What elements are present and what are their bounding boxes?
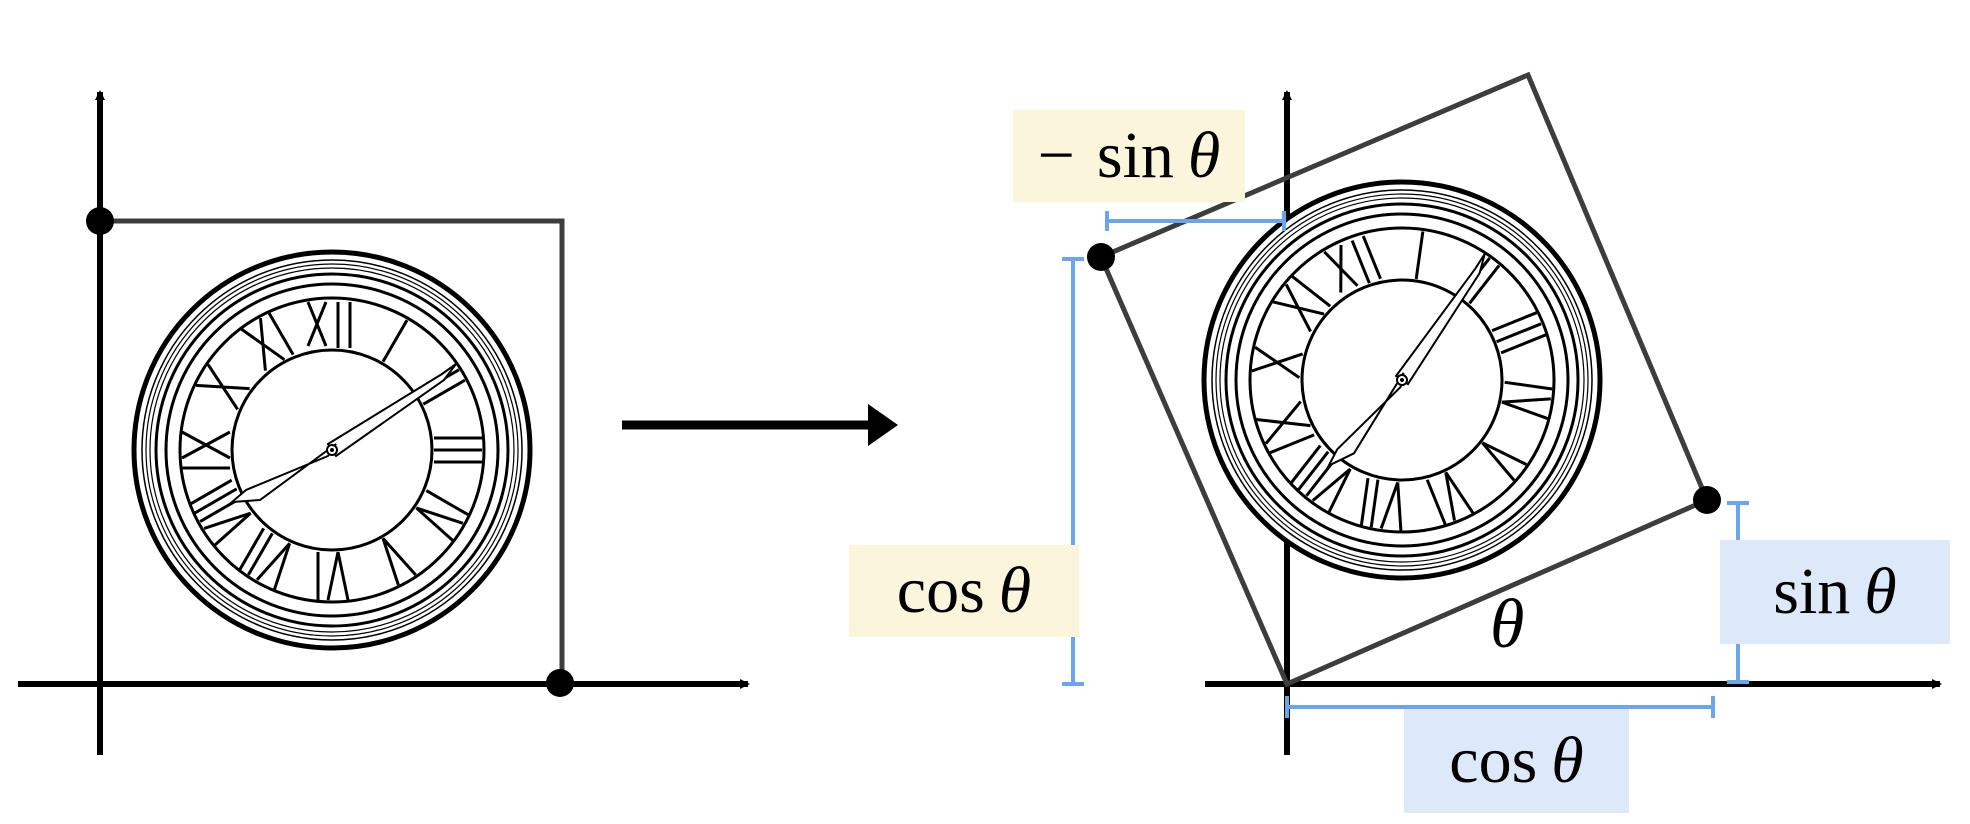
- rotated-point-top-left: [1087, 243, 1115, 271]
- measure-lines: [1062, 211, 1749, 718]
- point-0-1: [86, 207, 114, 235]
- left-unit-square: [100, 218, 565, 684]
- rotated-point-right: [1693, 486, 1721, 514]
- rotated-unit-square: [1097, 71, 1711, 688]
- right-panel: [1062, 71, 1942, 755]
- right-arrow-icon: [622, 404, 898, 446]
- minus-sign: −: [1037, 119, 1075, 192]
- angle-theta-label: θ: [1490, 586, 1525, 663]
- point-1-0: [546, 669, 574, 697]
- left-panel: [18, 90, 750, 755]
- clock-icon: [134, 252, 530, 648]
